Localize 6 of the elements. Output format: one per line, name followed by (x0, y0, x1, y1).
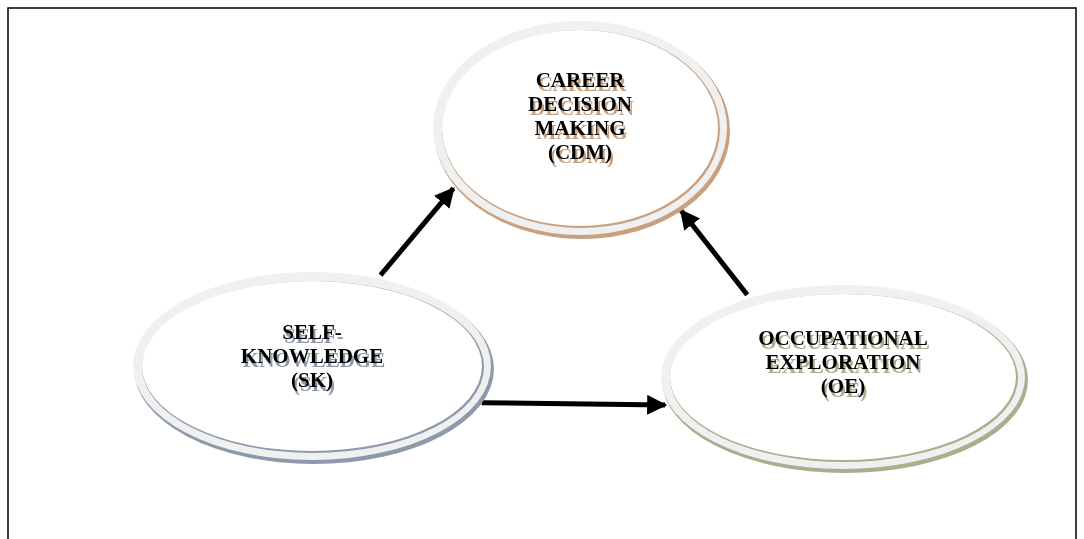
node-label: CAREER DECISION MAKING (CDM) (527, 68, 633, 164)
arrow (378, 186, 456, 277)
node-label: SELF- KNOWLEDGE (SK) (239, 320, 385, 392)
arrow (481, 394, 668, 415)
arrow (679, 208, 750, 297)
node-label: OCCUPATIONAL EXPLORATION (OE) (757, 326, 929, 398)
